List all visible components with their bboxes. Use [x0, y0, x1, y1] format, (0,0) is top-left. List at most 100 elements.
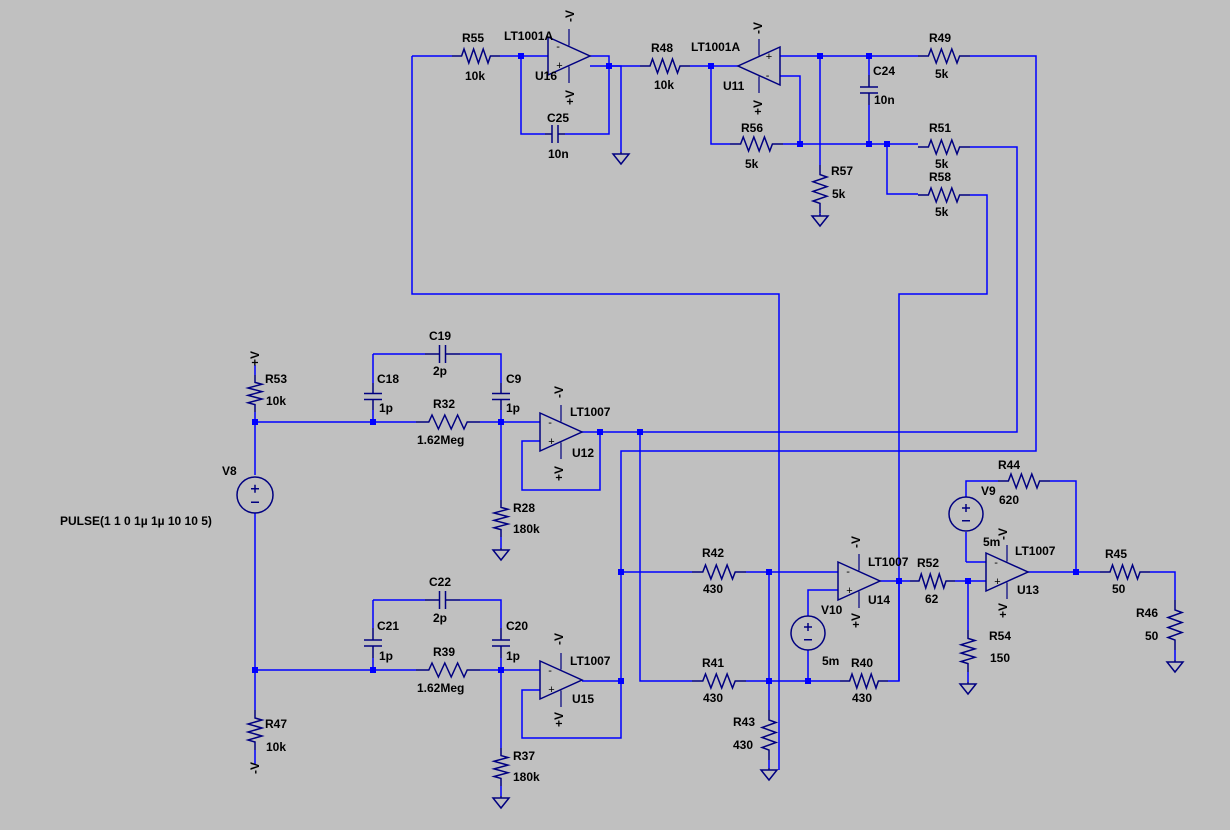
ground-r28: [492, 547, 510, 561]
r40-name: R40: [851, 656, 873, 670]
junction-dot: [896, 578, 902, 584]
opamp-u15: [539, 659, 584, 701]
resistor-r52: [910, 571, 955, 591]
resistor-r43: [759, 710, 779, 760]
junction-dot: [766, 678, 772, 684]
r43-value: 430: [733, 738, 753, 752]
ground-u16: [612, 151, 630, 165]
junction-dot: [866, 141, 872, 147]
resistor-r56: [730, 134, 783, 154]
wire: [888, 581, 900, 682]
wire: [780, 75, 801, 145]
r41-value: 430: [703, 691, 723, 705]
junction-dot: [766, 569, 772, 575]
resistor-r32: [416, 413, 480, 431]
r52-value: 62: [925, 592, 939, 606]
opamp-u13-sign-bot: +: [994, 576, 1000, 588]
r40-value: 430: [852, 691, 872, 705]
opamp-u12-sign-bot: +: [548, 436, 554, 448]
u11-name: U11: [723, 79, 745, 93]
opamp-u13: [985, 551, 1030, 593]
capacitor-c18: [364, 383, 382, 410]
wire: [590, 65, 622, 152]
u11-neg-supply: -V: [751, 22, 765, 34]
opamp-u15-sign-bot: +: [548, 684, 554, 696]
resistor-r57: [810, 165, 830, 213]
v8-value: PULSE(1 1 0 1µ 1µ 10 10 5): [60, 514, 212, 528]
c24-value: 10n: [874, 93, 895, 107]
r42-value: 430: [703, 582, 723, 596]
wire: [886, 144, 918, 195]
junction-dot: [370, 419, 376, 425]
opamp-u15-sign-top: -: [548, 665, 552, 677]
u14-model: LT1007: [868, 555, 909, 569]
component-layer: -++--+-+-+-+: [236, 29, 1185, 809]
junction-dot: [637, 429, 643, 435]
r42-name: R42: [702, 546, 724, 560]
junction-dot: [606, 63, 612, 69]
r57-name: R57: [831, 164, 853, 178]
r45-value: 50: [1112, 582, 1126, 596]
junction-dot: [618, 569, 624, 575]
u16-name: U16: [535, 69, 557, 83]
r53-name: R53: [265, 372, 287, 386]
resistor-r28: [491, 500, 511, 537]
r32-value: 1.62Meg: [417, 433, 464, 447]
wire: [520, 56, 545, 135]
resistor-r41: [692, 671, 746, 691]
junction-dot: [252, 419, 258, 425]
wire: [460, 353, 502, 383]
r28-name: R28: [513, 501, 535, 515]
capacitor-c22: [425, 591, 460, 609]
opamp-u14: [837, 560, 882, 602]
junction-dot: [817, 53, 823, 59]
r53-supply: +V: [248, 351, 262, 366]
resistor-r42: [692, 562, 746, 582]
c19-name: C19: [429, 329, 451, 343]
label-layer: R55 10k LT1001A U16 C25 10n R48 10k LT10…: [60, 10, 1159, 784]
r28-value: 180k: [513, 522, 540, 536]
wire: [620, 55, 1037, 681]
c9-name: C9: [506, 372, 522, 386]
wire: [521, 681, 622, 739]
junction-dot: [498, 419, 504, 425]
r51-name: R51: [929, 121, 951, 135]
resistor-r48: [640, 56, 690, 76]
u13-name: U13: [1017, 583, 1039, 597]
c20-name: C20: [506, 619, 528, 633]
junction-dot: [708, 63, 714, 69]
r48-name: R48: [651, 41, 673, 55]
r47-supply: -V: [248, 762, 262, 774]
opamp-u13-sign-top: -: [994, 557, 998, 569]
r46-name: R46: [1136, 606, 1158, 620]
r58-name: R58: [929, 170, 951, 184]
resistor-r54: [958, 630, 978, 672]
u15-model: LT1007: [570, 654, 611, 668]
wire: [460, 599, 502, 628]
r47-value: 10k: [266, 740, 286, 754]
junction-dot: [618, 678, 624, 684]
u12-name: U12: [572, 446, 594, 460]
junction-dot: [797, 141, 803, 147]
wire: [521, 432, 601, 491]
r45-name: R45: [1105, 547, 1127, 561]
u13-model: LT1007: [1015, 544, 1056, 558]
capacitor-c19: [425, 345, 460, 363]
wire: [640, 146, 1018, 433]
resistor-r44: [998, 471, 1050, 491]
u12-neg-supply: -V: [552, 386, 566, 398]
resistor-r55: [452, 46, 500, 66]
u12-pos-supply: +V: [552, 466, 566, 481]
capacitor-c25: [545, 125, 565, 143]
junction-dot: [884, 141, 890, 147]
ground-r37: [492, 795, 510, 809]
junction-dot: [252, 667, 258, 673]
r55-value: 10k: [465, 69, 485, 83]
v9-value: 5m: [983, 535, 1000, 549]
ground-r43: [760, 767, 778, 781]
wire: [820, 55, 870, 75]
u16-pos-supply: +V: [563, 90, 577, 105]
r51-value: 5k: [935, 157, 949, 171]
r52-name: R52: [917, 556, 939, 570]
resistor-r47: [245, 710, 265, 750]
